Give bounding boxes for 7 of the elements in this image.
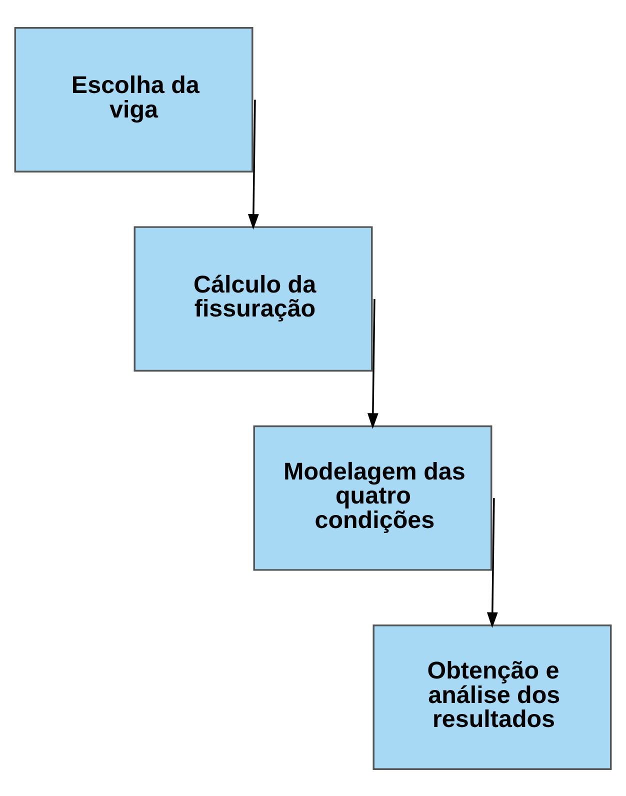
node-box: Modelagem das quatro condições — [253, 424, 492, 570]
node-box: Escolha da viga — [14, 26, 254, 172]
arrow — [486, 498, 498, 628]
node-box: Cálculo da fissuração — [134, 226, 373, 372]
node-box: Obtenção e análise dos resultados — [372, 624, 612, 770]
arrow — [248, 99, 259, 230]
arrow — [367, 298, 378, 428]
